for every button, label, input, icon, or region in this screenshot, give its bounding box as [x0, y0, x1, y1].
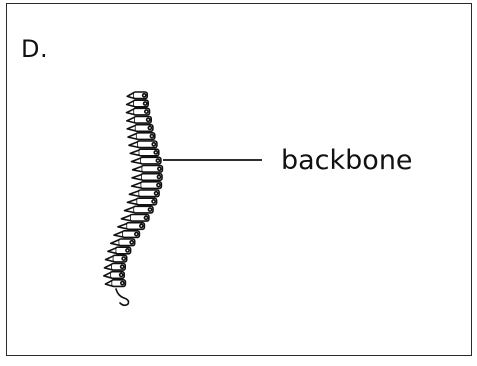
spinous-process [133, 167, 142, 172]
spinous-process [121, 216, 130, 221]
vertebra-facet [145, 110, 148, 113]
spinous-process [118, 224, 126, 229]
callout-label: backbone [281, 147, 413, 174]
spinous-process [132, 175, 141, 180]
spinous-process [128, 134, 136, 139]
spinous-process [127, 118, 134, 123]
spinous-process [111, 240, 119, 245]
vertebra-facet [144, 102, 147, 105]
vertebra-facet [135, 233, 138, 236]
vertebra-facet [157, 175, 160, 178]
spinous-process [127, 199, 136, 204]
vertebra-facet [148, 208, 151, 211]
spinous-process [132, 158, 141, 163]
vertebra-facet [155, 192, 158, 195]
spinous-process [104, 265, 111, 270]
spinous-process [129, 142, 137, 147]
vertebra-facet [126, 249, 129, 252]
vertebra-facet [148, 126, 151, 129]
vertebra-facet [121, 265, 124, 268]
spinous-process [105, 281, 111, 286]
vertebra-facet [144, 216, 147, 219]
vertebra-facet [156, 159, 159, 162]
vertebra-facet [152, 143, 155, 146]
spinous-process [127, 126, 135, 131]
vertebra-facet [140, 224, 143, 227]
vertebra-facet [147, 118, 150, 121]
spinous-process [106, 256, 113, 261]
spinous-process [125, 207, 134, 212]
spinous-process [130, 150, 138, 155]
spine-icon [104, 92, 163, 305]
vertebra-facet [157, 184, 160, 187]
vertebra-facet [154, 151, 157, 154]
vertebra-facet [158, 167, 161, 170]
spinous-process [127, 93, 133, 98]
spinous-process [129, 191, 138, 196]
vertebra-facet [150, 135, 153, 138]
spinous-process [127, 109, 134, 114]
vertebra-facet [143, 94, 146, 97]
vertebra-facet [152, 200, 155, 203]
vertebra-facet [122, 257, 125, 260]
spinous-process [108, 248, 116, 253]
spinous-process [104, 273, 110, 278]
spinous-process [114, 232, 122, 237]
coccyx [116, 289, 129, 305]
vertebra-facet [121, 282, 124, 285]
spinous-process [132, 183, 141, 188]
spinous-process [127, 101, 133, 106]
vertebra-facet [120, 273, 123, 276]
vertebra-facet [130, 241, 133, 244]
